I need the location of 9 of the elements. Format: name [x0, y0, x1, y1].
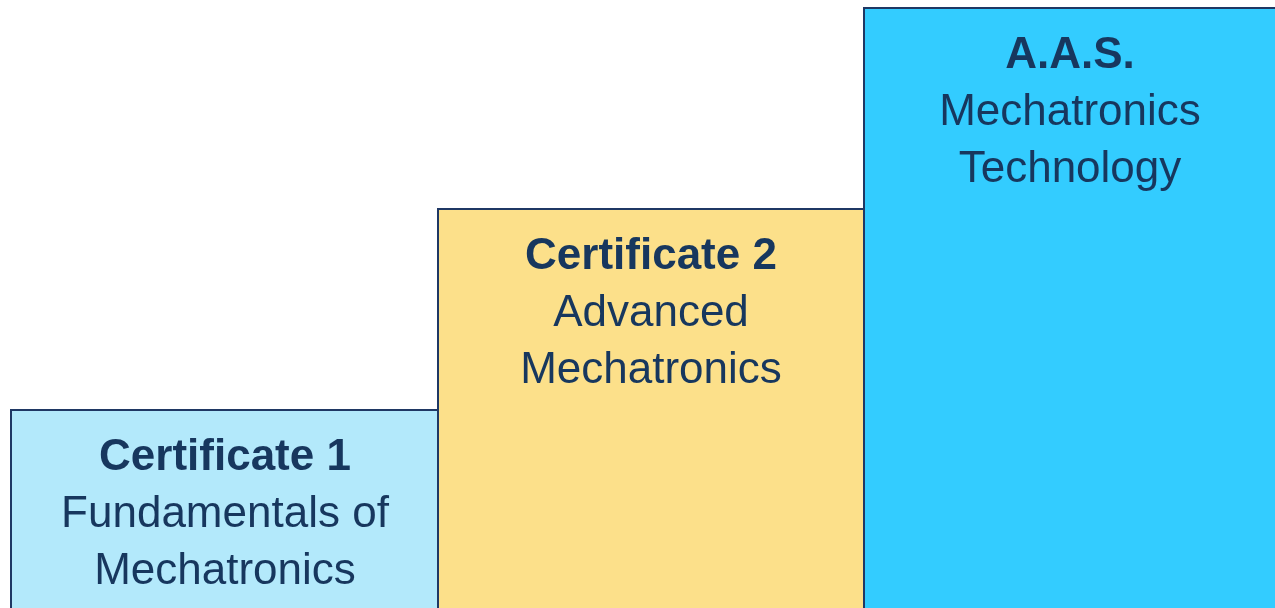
credential-title: Certificate 1 — [99, 429, 351, 481]
step-box — [437, 208, 865, 608]
program-name: Mechatronics Technology — [938, 84, 1202, 193]
program-name: Fundamentals of Mechatronics — [60, 486, 390, 595]
credential-title: Certificate 2 — [525, 228, 777, 280]
credential-title: A.A.S. — [1005, 27, 1135, 79]
step-box — [863, 7, 1275, 608]
program-name: Advanced Mechatronics — [519, 285, 783, 394]
step-box — [10, 409, 440, 608]
